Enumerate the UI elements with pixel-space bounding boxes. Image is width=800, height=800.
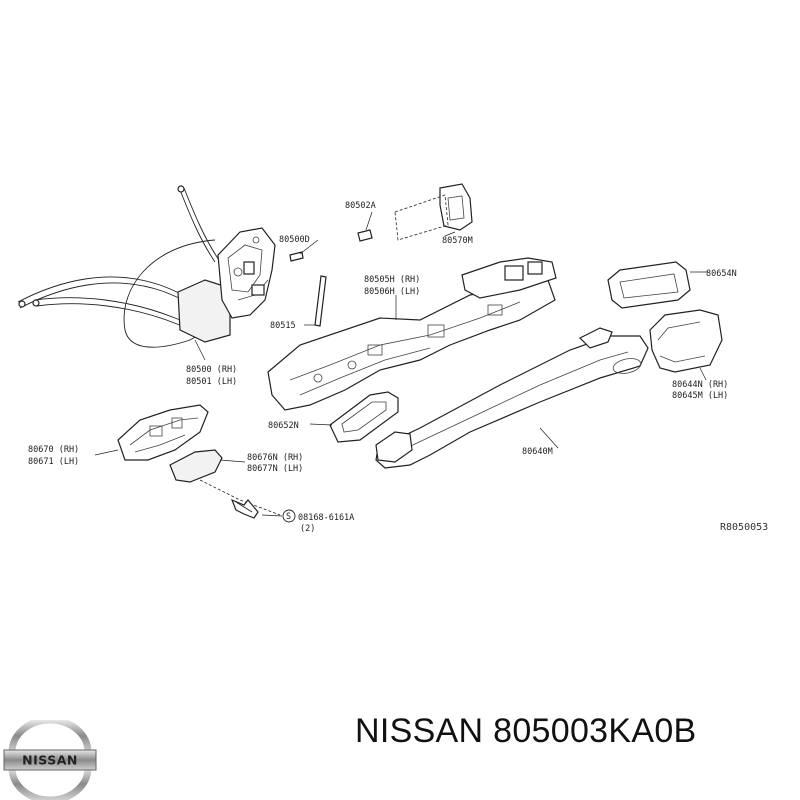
label-80502A: 80502A: [345, 201, 376, 211]
nissan-logo: NISSAN: [3, 720, 97, 800]
door-lock-actuator-assembly: [17, 185, 327, 361]
label-80505H: 80505H (RH): [364, 275, 420, 285]
label-80671: 80671 (LH): [28, 457, 79, 467]
label-80506H: 80506H (LH): [364, 287, 420, 297]
label-80677N: 80677N (LH): [247, 464, 303, 474]
bracket-assembly: [357, 183, 473, 242]
diagram-reference-code: R8050053: [720, 522, 768, 533]
handle-bracket-frame: [267, 257, 557, 411]
label-80500D: 80500D: [279, 235, 310, 245]
screw: [199, 479, 283, 519]
label-80515: 80515: [270, 321, 296, 331]
label-80640M: 80640M: [522, 447, 553, 457]
label-08168: 08168-6161A: [298, 513, 354, 523]
nissan-logo-text: NISSAN: [22, 753, 78, 768]
label-80570M: 80570M: [442, 236, 473, 246]
screw-symbol: S: [286, 512, 291, 522]
part-number-title: NISSAN 805003KA0B: [355, 712, 697, 750]
handle-gasket: [309, 391, 399, 443]
screw-symbol-circle: [282, 509, 296, 523]
label-80654N: 80654N: [706, 269, 737, 279]
label-80645M: 80645M (LH): [672, 391, 728, 401]
key-escutcheon-cover: [607, 261, 708, 309]
label-80500: 80500 (RH): [186, 365, 237, 375]
label-80676N: 80676N (RH): [247, 453, 303, 463]
label-80501: 80501 (LH): [186, 377, 237, 387]
label-80652N: 80652N: [268, 421, 299, 431]
outside-handle: [375, 327, 649, 469]
inside-handle: [94, 404, 246, 483]
handle-end-cap: [649, 309, 723, 381]
label-08168-qty: (2): [300, 524, 315, 534]
label-80670: 80670 (RH): [28, 445, 79, 455]
label-80644N: 80644N (RH): [672, 380, 728, 390]
